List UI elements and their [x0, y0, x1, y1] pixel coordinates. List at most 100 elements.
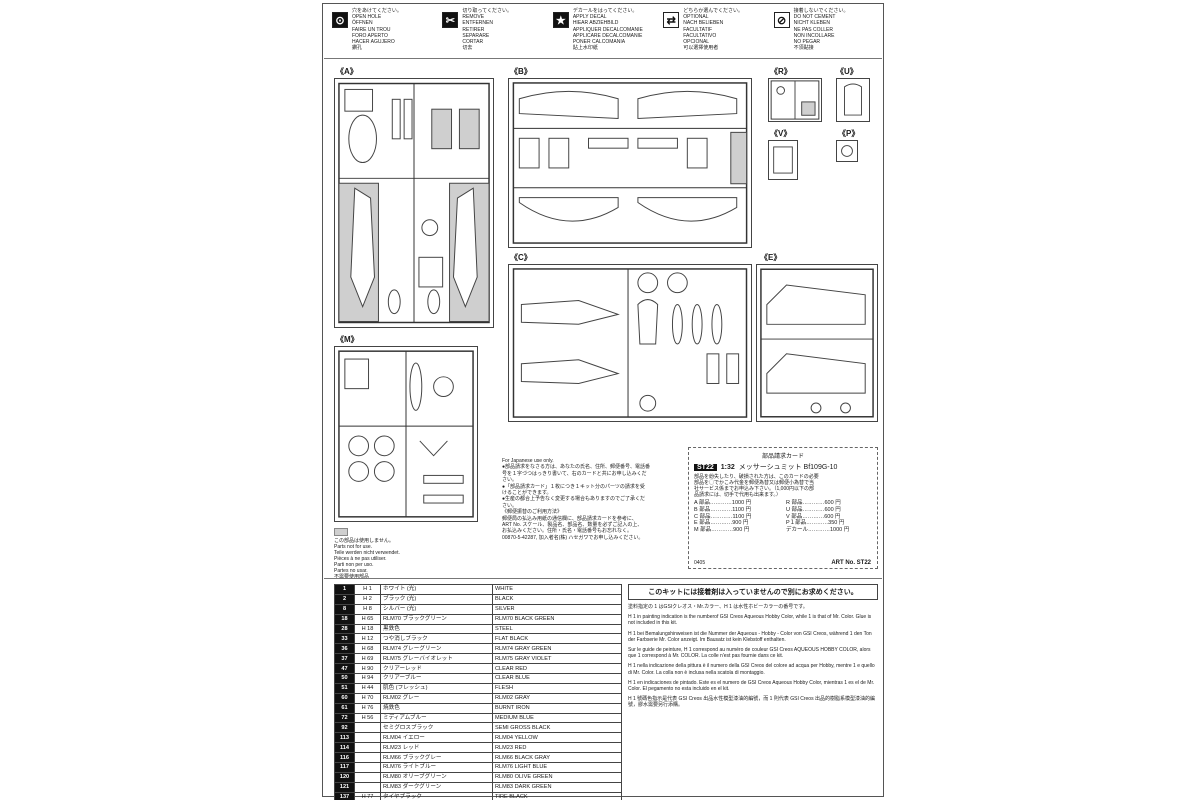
paint-aqueous-code	[354, 762, 381, 773]
paint-name-jp: RLM66 ブラックグレー	[380, 752, 493, 764]
paint-name-en: TIRE BLACK	[492, 791, 622, 800]
sprue-c-label: 《C》	[510, 253, 532, 262]
price-item: デカール…………1000 円	[786, 527, 850, 534]
card-scale: 1:32	[720, 463, 735, 471]
paint-aqueous-code: H 2	[354, 593, 381, 605]
sprue-r-label: 《R》	[770, 67, 792, 76]
legend-text: デカールをはってください。 APPLY DECAL HIEAR ABZIEHBI…	[572, 8, 643, 52]
sprue-b-frame	[508, 78, 752, 248]
price-item: B 部品…………1100 円	[694, 506, 752, 513]
paint-name-jp: 黒鉄色	[380, 623, 493, 635]
sprue-m-label: 《M》	[336, 335, 359, 344]
sprue-v-drawing	[773, 146, 793, 174]
price-item: C 部品…………1100 円	[694, 513, 752, 520]
paint-name-en: SEMI GROSS BLACK	[492, 722, 622, 734]
unused-parts-swatch	[334, 528, 348, 536]
paint-aqueous-code: H 44	[354, 682, 381, 694]
sprue-m-drawing	[338, 350, 474, 518]
divider	[324, 58, 882, 59]
paint-aqueous-code: H 90	[354, 663, 381, 675]
sprue-u-drawing	[844, 83, 862, 116]
sprue-v-label: 《V》	[770, 129, 792, 138]
paint-aqueous-code	[354, 752, 381, 764]
paint-name-en: MEDIUM BLUE	[492, 712, 622, 724]
paint-name-jp: RLM80 オリーブグリーン	[380, 771, 493, 783]
legend-text: どちらか選んでください。 OPTIONAL NACH BELIEBEN FACU…	[683, 8, 743, 52]
paint-aqueous-code: H 1	[354, 584, 381, 595]
paint-name-jp: RLM74 グレーグリーン	[380, 643, 493, 655]
paint-name-en: FLAT BLACK	[492, 633, 622, 645]
paint-number: 50	[334, 673, 355, 684]
paint-name-jp: クリアーブルー	[380, 673, 493, 684]
card-price-list: A 部品…………1000 円 R 部品…………600 円 B 部品…………110…	[694, 500, 872, 534]
legend-item-no-cement: ⊘ 接着しないでください。 DO NOT CEMENT NICHT KLEBEN…	[770, 6, 880, 54]
parts-request-card: 部品請求カード ST22 1:32 メッサーシュミット Bf109G-10 部品…	[688, 447, 878, 569]
paint-number: 113	[334, 732, 355, 744]
legend-text: 接着しないでください。 DO NOT CEMENT NICHT KLEBEN N…	[793, 8, 849, 52]
paint-number: 33	[334, 633, 355, 645]
price-item: P１部品…………350 円	[786, 520, 845, 527]
paint-name-jp: 焼鉄色	[380, 702, 493, 714]
paint-aqueous-code: H 77	[354, 791, 381, 800]
paint-name-jp: RLM02 グレー	[380, 692, 493, 704]
price-item: E 部品…………900 円	[694, 520, 749, 527]
paint-name-jp: シルバー (光)	[380, 603, 493, 615]
paint-name-en: CLEAR BLUE	[492, 673, 622, 684]
paint-name-jp: 肌色 (フレッシュ)	[380, 682, 493, 694]
sprue-m-frame	[334, 346, 478, 522]
sprue-b-drawing	[512, 82, 748, 244]
card-code: ST22	[694, 463, 717, 471]
paint-number: 137	[334, 791, 355, 800]
paint-name-jp: ミディアムブルー	[380, 712, 493, 724]
paint-number: 60	[334, 692, 355, 704]
sprue-a-label: 《A》	[336, 67, 358, 76]
paint-aqueous-code: H 69	[354, 653, 381, 665]
sprue-b-label: 《B》	[510, 67, 532, 76]
paint-aqueous-code: H 68	[354, 643, 381, 655]
paint-aqueous-code: H 70	[354, 692, 381, 704]
sprue-u-label: 《U》	[836, 67, 858, 76]
paint-number: 92	[334, 722, 355, 734]
paint-name-jp: タイヤブラック	[380, 791, 493, 800]
symbol-legend: ⊙ 穴をあけてください。 OPEN HOLE ÖFFNEN FAIRE UN T…	[328, 6, 880, 54]
note-chinese: H 1 號碼色指示是代表 GSI Creos 出品水性模型漆油的編號，而 1 則…	[628, 696, 875, 709]
note-italian: H 1 nella indicazione della pittura è il…	[628, 663, 875, 676]
paint-name-jp: RLM23 レッド	[380, 742, 493, 754]
sprue-p-frame	[836, 140, 858, 162]
sprue-r-drawing	[770, 80, 820, 120]
paint-number: 2	[334, 593, 355, 605]
paint-name-en: STEEL	[492, 623, 622, 635]
card-art-number: ART No. ST22	[831, 560, 871, 566]
paint-name-en: RLM75 GRAY VIOLET	[492, 653, 622, 665]
note-french: Sur le guide de peinture, H 1 correspond…	[628, 647, 871, 660]
price-item: M 部品…………900 円	[694, 527, 750, 534]
paint-number: 47	[334, 663, 355, 675]
paint-aqueous-code	[354, 732, 381, 744]
card-instructions: 部品を紛失したり、破損された方は、このカードの必要 部品を◯でかこみ代金を郵便為…	[694, 474, 819, 498]
sprue-c-drawing	[512, 268, 748, 418]
paint-number: 28	[334, 623, 355, 635]
note-english: H 1 in painting indication is the number…	[628, 614, 872, 627]
paint-name-en: RLM74 GRAY GREEN	[492, 643, 622, 655]
card-title: 部品請求カード	[761, 454, 804, 460]
japanese-order-notes: For Japanese use only. ●部品請求をなさる方は、あなたの氏…	[502, 458, 651, 541]
paint-number: 51	[334, 682, 355, 694]
paint-name-en: RLM02 GRAY	[492, 692, 622, 704]
paint-aqueous-code: H 94	[354, 673, 381, 684]
optional-icon: ⇄	[663, 12, 680, 28]
paint-number: 116	[334, 752, 355, 764]
price-item: R 部品…………600 円	[786, 500, 841, 506]
price-item: A 部品…………1000 円	[694, 500, 752, 506]
